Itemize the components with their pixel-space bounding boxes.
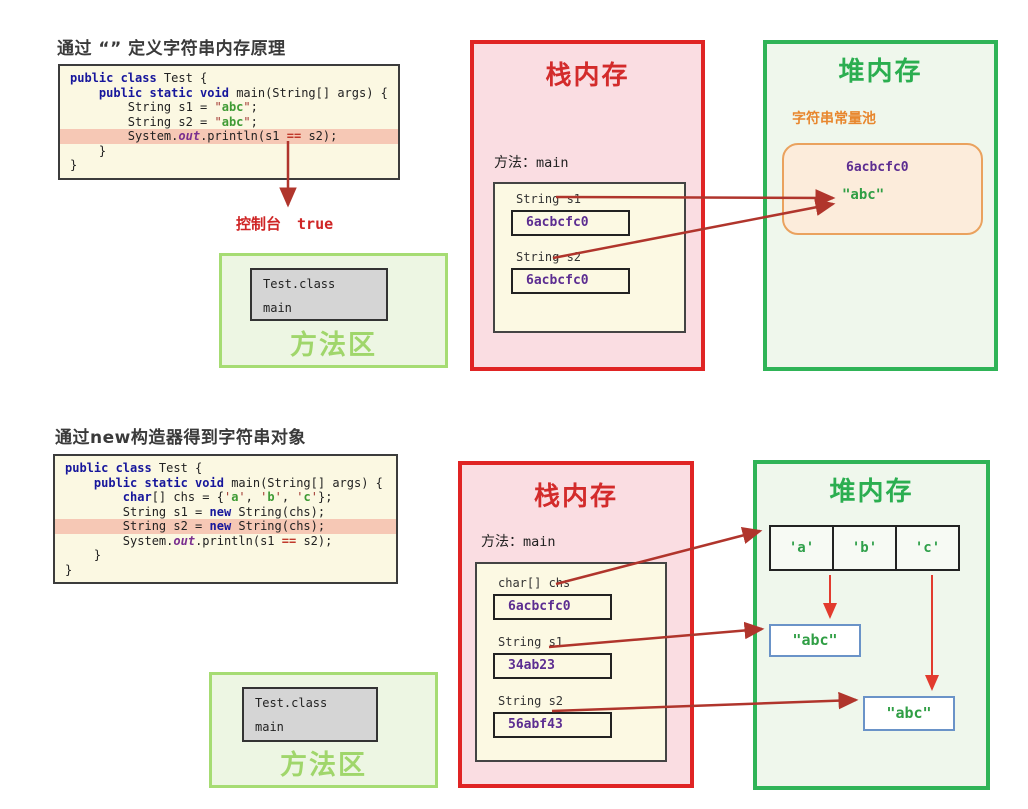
code-line: public static void main(String[] args) {	[93, 475, 383, 490]
class-box: Test.class main	[242, 687, 378, 742]
class-box: Test.class main	[250, 268, 388, 321]
code-line: char[] chs = {'a', 'b', 'c'};	[122, 490, 333, 504]
stack-variable: String s1 6acbcfc0	[495, 184, 684, 236]
variable-name: String s1	[498, 635, 564, 649]
code-line: }	[70, 158, 78, 172]
code-line: String s1 = new String(chs);	[65, 504, 326, 519]
heap-memory-box-bottom: 堆内存 'a''b''c' "abc" "abc"	[753, 460, 990, 790]
code-line: }	[65, 562, 73, 577]
char-array-cell: 'b'	[832, 525, 897, 571]
method-label: 方法：	[494, 155, 536, 171]
section-title-new-constructor: 通过new构造器得到字符串对象	[55, 428, 306, 449]
code-line: System.out.println(s1 == s2);	[65, 533, 333, 548]
code-block-literal: public class Test { public static void m…	[58, 64, 400, 180]
pool-string-value: "abc"	[842, 187, 885, 203]
variable-name: char[] chs	[498, 576, 571, 590]
string-object-1: "abc"	[769, 624, 861, 657]
stack-variable: String s2 6acbcfc0	[495, 250, 684, 294]
method-area-label: 方法区	[280, 750, 367, 781]
address-box: 6acbcfc0	[493, 594, 612, 620]
code-line: }	[70, 143, 107, 158]
variable-name: String s2	[498, 694, 564, 708]
stack-title: 栈内存	[533, 482, 618, 512]
code-line: public static void main(String[] args) {	[98, 85, 388, 100]
code-line: String s2 = "abc";	[70, 114, 258, 129]
method-value: main	[536, 155, 569, 171]
stack-method-line: 方法：main	[494, 152, 569, 172]
char-array-cell: 'c'	[895, 525, 960, 571]
class-file-name: Test.class	[255, 696, 328, 710]
method-area-label: 方法区	[290, 330, 377, 361]
code-line-highlighted: System.out.println(s1 == s2);	[60, 129, 398, 144]
char-array: 'a''b''c'	[769, 525, 960, 571]
method-area-box-bottom: Test.class main 方法区	[209, 672, 438, 788]
code-line-highlighted: String s2 = new String(chs);	[55, 519, 396, 534]
stack-variable: String s2 56abf43	[477, 694, 665, 738]
char-array-cell: 'a'	[769, 525, 834, 571]
section-title-literal-string: 通过 “” 定义字符串内存原理	[57, 39, 286, 60]
console-label: 控制台	[236, 215, 282, 233]
address-box: 56abf43	[493, 712, 612, 738]
pool-address: 6acbcfc0	[846, 160, 909, 175]
console-value: true	[297, 215, 334, 233]
stack-variable: char[] chs 6acbcfc0	[477, 564, 665, 620]
method-name: main	[255, 720, 284, 734]
code-block-new: public class Test { public static void m…	[53, 454, 398, 584]
variable-name: String s2	[516, 250, 582, 264]
class-file-name: Test.class	[263, 277, 336, 291]
address-box: 6acbcfc0	[511, 210, 630, 236]
string-object-2: "abc"	[863, 696, 955, 731]
method-area-box-top: Test.class main 方法区	[219, 253, 448, 368]
string-pool-label: 字符串常量池	[792, 111, 876, 127]
heap-memory-box-top: 堆内存 字符串常量池 6acbcfc0 "abc"	[763, 40, 998, 371]
address-box: 6acbcfc0	[511, 268, 630, 294]
address-box: 34ab23	[493, 653, 612, 679]
string-constant-pool: 6acbcfc0 "abc"	[782, 143, 983, 235]
heap-title: 堆内存	[829, 477, 914, 507]
code-line: public class Test {	[70, 71, 208, 85]
method-value: main	[523, 534, 556, 550]
stack-title: 栈内存	[545, 61, 630, 91]
code-line: public class Test {	[65, 461, 203, 475]
variable-name: String s1	[516, 192, 582, 206]
method-label: 方法：	[481, 534, 523, 550]
stack-method-line: 方法：main	[481, 531, 556, 551]
code-line: String s1 = "abc";	[70, 100, 258, 114]
method-name: main	[263, 301, 292, 315]
heap-title: 堆内存	[838, 57, 923, 87]
stack-variable: String s1 34ab23	[477, 635, 665, 679]
code-line: }	[65, 548, 102, 562]
console-output-note: 控制台 true	[236, 213, 333, 234]
